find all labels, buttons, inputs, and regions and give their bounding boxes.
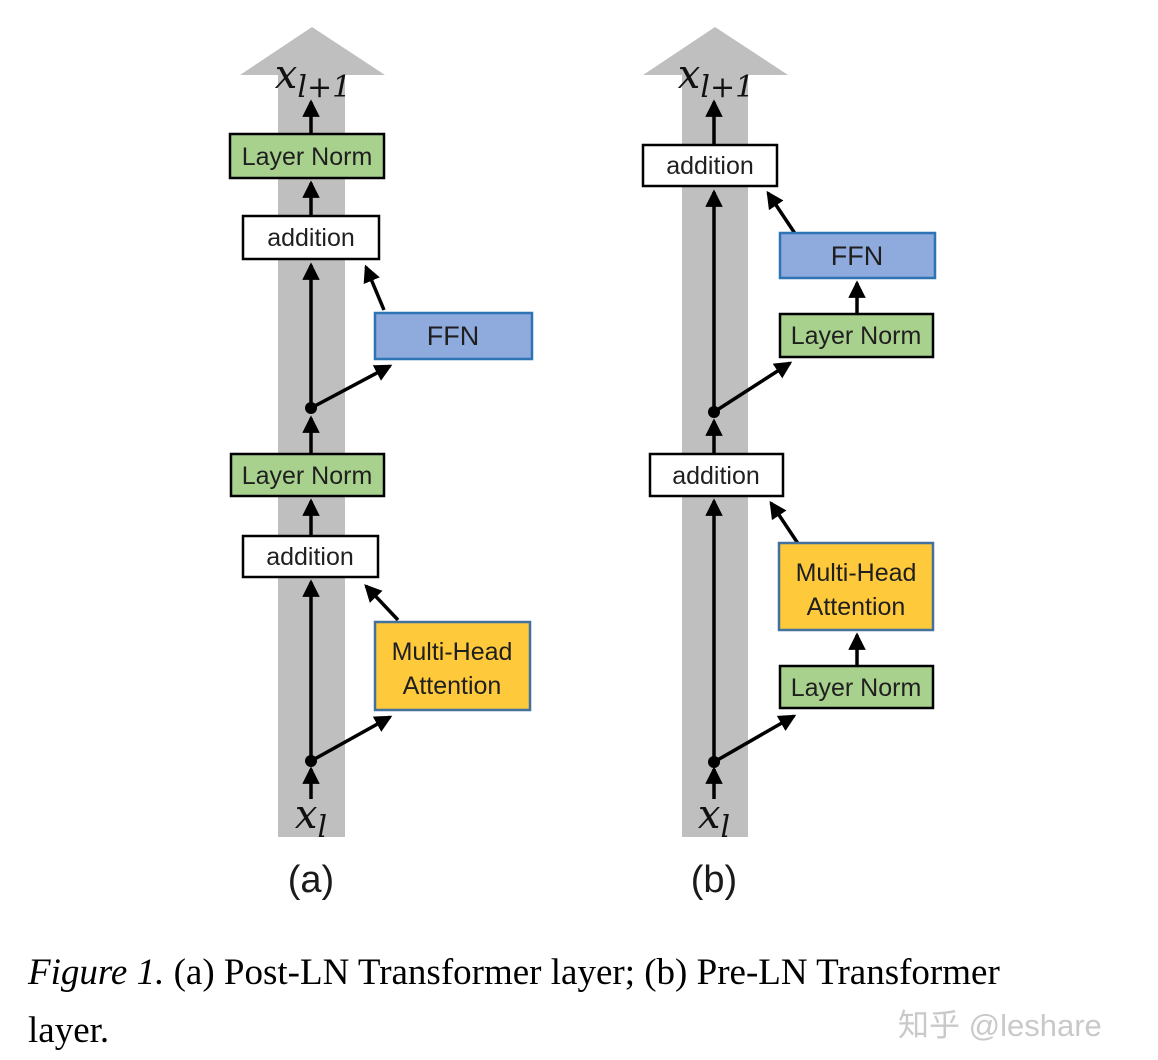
mha-label-line1-a: Multi-Head — [392, 638, 513, 666]
layer-norm-upper-label-b: Layer Norm — [791, 322, 922, 350]
mha-label-line2-a: Attention — [403, 672, 502, 700]
output-label-b: xl+1 — [678, 52, 754, 105]
branch-dot — [305, 402, 317, 414]
caption-line-1: Figure 1. (a) Post-LN Transformer layer;… — [28, 944, 1150, 1002]
mha-label-line1-b: Multi-Head — [796, 559, 917, 587]
caption-line-2: layer. — [28, 1010, 110, 1051]
panel-b-label: (b) — [691, 859, 737, 901]
layer-norm-upper-box-b — [778, 312, 935, 359]
layer-norm-top-box-a — [228, 132, 386, 180]
watermark: 知乎 @leshare — [898, 1008, 1102, 1043]
multi-head-attention-box-b — [777, 541, 935, 632]
panel-b: xl+1 addition FFN — [641, 27, 937, 901]
addition-top-label-a: addition — [267, 224, 355, 252]
addition-bottom-label-a: addition — [266, 543, 354, 571]
branch-dot — [708, 756, 720, 768]
multi-head-attention-box-a — [373, 620, 532, 712]
ffn-label-b: FFN — [831, 241, 883, 271]
branch-arrow — [310, 364, 393, 410]
ffn-box-a — [373, 311, 534, 361]
figure-caption: Figure 1. (a) Post-LN Transformer layer;… — [28, 944, 1150, 1060]
output-sub-b: l+1 — [700, 70, 754, 105]
output-sub-a: l+1 — [297, 70, 351, 105]
merge-arrow — [769, 500, 801, 546]
addition-bottom-box-a — [241, 534, 380, 579]
addition-mid-label-b: addition — [672, 462, 760, 490]
output-var-a: x — [275, 52, 298, 98]
layer-norm-top-label-a: Layer Norm — [242, 143, 373, 171]
flow-arrows-b — [705, 99, 866, 799]
residual-stream-arrowhead-b — [643, 27, 788, 75]
input-label-b: xl — [698, 792, 730, 845]
merge-arrow — [766, 190, 798, 236]
addition-top-box-a — [241, 214, 381, 261]
merge-arrow — [364, 584, 400, 622]
branch-arrow — [713, 361, 793, 414]
input-var-b: x — [698, 792, 721, 838]
branch-dot — [305, 755, 317, 767]
addition-mid-box-b — [648, 452, 785, 498]
caption-figure-number: Figure 1. — [28, 952, 165, 993]
layer-norm-lower-label-b: Layer Norm — [791, 674, 922, 702]
merge-arrow — [363, 264, 386, 311]
branch-arrow — [713, 714, 797, 764]
transformer-diagram: xl+1 Layer Norm addition — [228, 27, 937, 901]
input-var-a: x — [295, 792, 318, 838]
input-sub-a: l — [317, 810, 327, 845]
addition-top-label-b: addition — [666, 152, 754, 180]
mha-label-line2-b: Attention — [807, 593, 906, 621]
output-label-a: xl+1 — [275, 52, 351, 105]
flow-arrows-a — [302, 99, 400, 799]
input-sub-b: l — [720, 810, 730, 845]
branch-dot — [708, 406, 720, 418]
output-var-b: x — [678, 52, 701, 98]
residual-stream-arrowhead-a — [240, 27, 385, 75]
layer-norm-lower-box-b — [778, 664, 935, 710]
input-label-a: xl — [295, 792, 327, 845]
panel-a-label: (a) — [288, 859, 334, 901]
addition-top-box-b — [641, 143, 779, 188]
layer-norm-mid-box-a — [229, 452, 386, 498]
branch-arrow — [310, 715, 393, 763]
caption-text: (a) Post-LN Transformer layer; (b) Pre-L… — [164, 952, 1000, 993]
ffn-label-a: FFN — [427, 321, 479, 351]
ffn-box-b — [778, 231, 937, 280]
layer-norm-mid-label-a: Layer Norm — [242, 462, 373, 490]
panel-a: xl+1 Layer Norm addition — [228, 27, 534, 901]
